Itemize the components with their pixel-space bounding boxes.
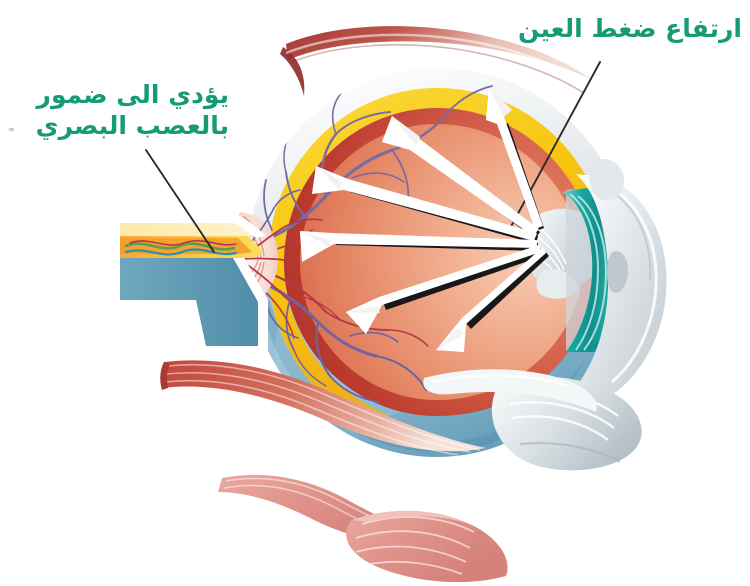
pointer-line-pressure <box>507 61 601 233</box>
anterior-segment <box>526 158 667 407</box>
inferior-rectus-muscle <box>160 360 486 456</box>
arrow-left <box>300 231 538 262</box>
optic-nerve <box>118 216 268 352</box>
intraocular-pressure-arrows <box>300 88 549 352</box>
arrow-down-left <box>346 245 543 334</box>
image-artifact-speck <box>9 128 14 131</box>
pointer-line-atrophy <box>145 149 215 253</box>
arrow-up-left-outer <box>382 116 540 239</box>
superior-rectus-muscle <box>280 26 592 96</box>
pointer-lines <box>145 61 601 253</box>
anterior-chamber-lower <box>423 369 642 471</box>
arrow-up-left-inner <box>312 166 538 244</box>
arrow-up-right <box>486 88 544 231</box>
inferior-oblique-muscle <box>218 474 508 583</box>
arrow-down-right <box>436 247 549 352</box>
